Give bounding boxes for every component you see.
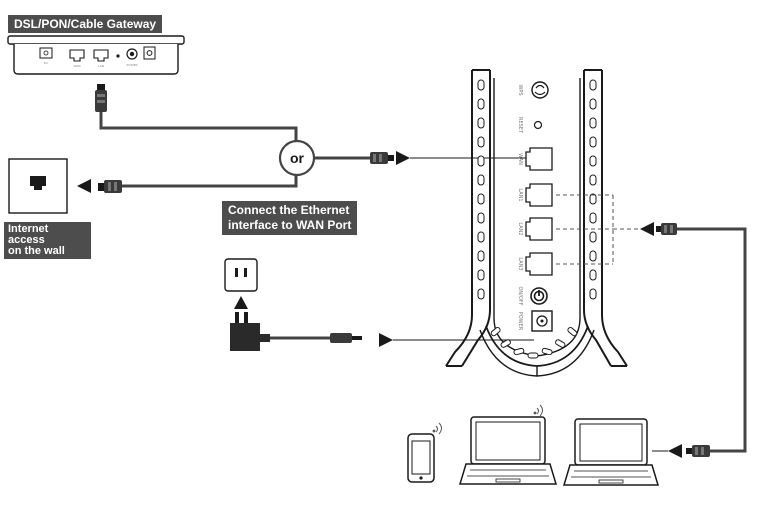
vent-slot — [589, 231, 597, 243]
vent-slot — [477, 212, 485, 224]
connect-instruction: Connect the Ethernet interface to WAN Po… — [222, 201, 358, 235]
vent-slot — [555, 339, 566, 348]
router-wps-button[interactable] — [531, 81, 549, 99]
outlet-arrow-icon — [234, 296, 248, 309]
router-power-port[interactable] — [531, 310, 553, 332]
vent-slot — [477, 269, 485, 281]
wall-ethernet-port-icon — [30, 176, 46, 190]
router-vents-left — [477, 79, 485, 300]
vent-slot — [589, 212, 597, 224]
lan-arrow-icon — [640, 222, 654, 236]
router-lan3-port[interactable] — [525, 252, 553, 276]
router-wan-label: WAN — [517, 153, 523, 165]
connect-instruction-line2: interface to WAN Port — [228, 218, 352, 232]
vent-slot — [490, 327, 501, 337]
vent-slot — [541, 347, 553, 356]
gateway-dc-port — [39, 47, 53, 59]
vent-slot — [589, 193, 597, 205]
router-power-label: POWER — [517, 312, 523, 331]
wan-arrow-icon — [396, 151, 410, 165]
phone-wifi-icon — [432, 422, 442, 435]
vent-slot — [477, 155, 485, 167]
vent-slot — [589, 79, 597, 91]
vent-slot — [477, 250, 485, 262]
wan-cable-plug — [370, 152, 394, 164]
vent-slot — [589, 250, 597, 262]
gateway-device: DC WAN LAN POWER — [7, 35, 185, 75]
vent-slot — [477, 288, 485, 300]
wall-arrow-icon — [77, 179, 91, 193]
vent-slot — [567, 327, 578, 337]
gateway-label: DSL/PON/Cable Gateway — [8, 15, 163, 33]
router-reset-button[interactable] — [533, 120, 543, 130]
or-junction: or — [278, 139, 316, 177]
wall-cable — [98, 176, 298, 193]
computer-arrow-icon — [668, 444, 682, 458]
router-lan3-label: LAN3 — [517, 257, 523, 270]
power-arrow-icon — [379, 333, 393, 347]
router-wan-port[interactable] — [525, 147, 553, 171]
laptop-wireless-icon — [458, 416, 558, 485]
vent-slot — [589, 136, 597, 148]
wall-jack — [8, 158, 68, 214]
smartphone-icon — [407, 433, 435, 483]
gateway-cable — [95, 84, 298, 148]
router-onoff-button[interactable] — [530, 287, 548, 305]
vent-slot — [477, 79, 485, 91]
gateway-power-label: POWER — [126, 63, 137, 67]
gateway-lan-port — [93, 49, 109, 62]
gateway-wan-port — [69, 49, 85, 62]
vent-slot — [589, 288, 597, 300]
vent-slot — [477, 231, 485, 243]
vent-slot — [513, 347, 525, 356]
vent-slot — [589, 98, 597, 110]
router-lan1-label: LAN1 — [517, 188, 523, 201]
vent-slot — [477, 98, 485, 110]
power-adapter — [230, 312, 362, 351]
vent-slot — [477, 117, 485, 129]
wall-access-label: Internet access on the wall — [4, 222, 91, 259]
connect-instruction-line1: Connect the Ethernet — [228, 203, 350, 217]
vent-slot — [500, 339, 511, 348]
vent-slot — [527, 352, 539, 359]
vent-slot — [589, 117, 597, 129]
router-reset-label: RESET — [517, 117, 523, 134]
vent-slot — [477, 174, 485, 186]
lan-cable — [656, 223, 747, 457]
lan-dashed-bracket — [556, 194, 640, 265]
or-text: or — [290, 150, 305, 166]
router-lan2-label: LAN2 — [517, 222, 523, 235]
router-lan1-port[interactable] — [525, 183, 553, 207]
router-vents-right — [589, 79, 597, 300]
vent-slot — [589, 174, 597, 186]
wall-access-line1: Internet access — [8, 223, 49, 246]
router-lan2-port[interactable] — [525, 217, 553, 241]
vent-slot — [477, 193, 485, 205]
laptop-wifi-icon — [533, 404, 543, 417]
wall-access-line2: on the wall — [8, 245, 65, 257]
router-onoff-label: ON/OFF — [517, 286, 523, 305]
gateway-dc-label: DC — [44, 61, 48, 65]
vent-slot — [589, 269, 597, 281]
vent-slot — [477, 136, 485, 148]
router-vents-bottom — [490, 327, 578, 359]
router-wps-label: WPS — [517, 84, 523, 95]
gateway-wan-label: WAN — [73, 64, 80, 68]
power-outlet — [224, 258, 258, 292]
gateway-lan-label: LAN — [98, 64, 104, 68]
vent-slot — [589, 155, 597, 167]
laptop-wired-icon — [562, 418, 660, 486]
